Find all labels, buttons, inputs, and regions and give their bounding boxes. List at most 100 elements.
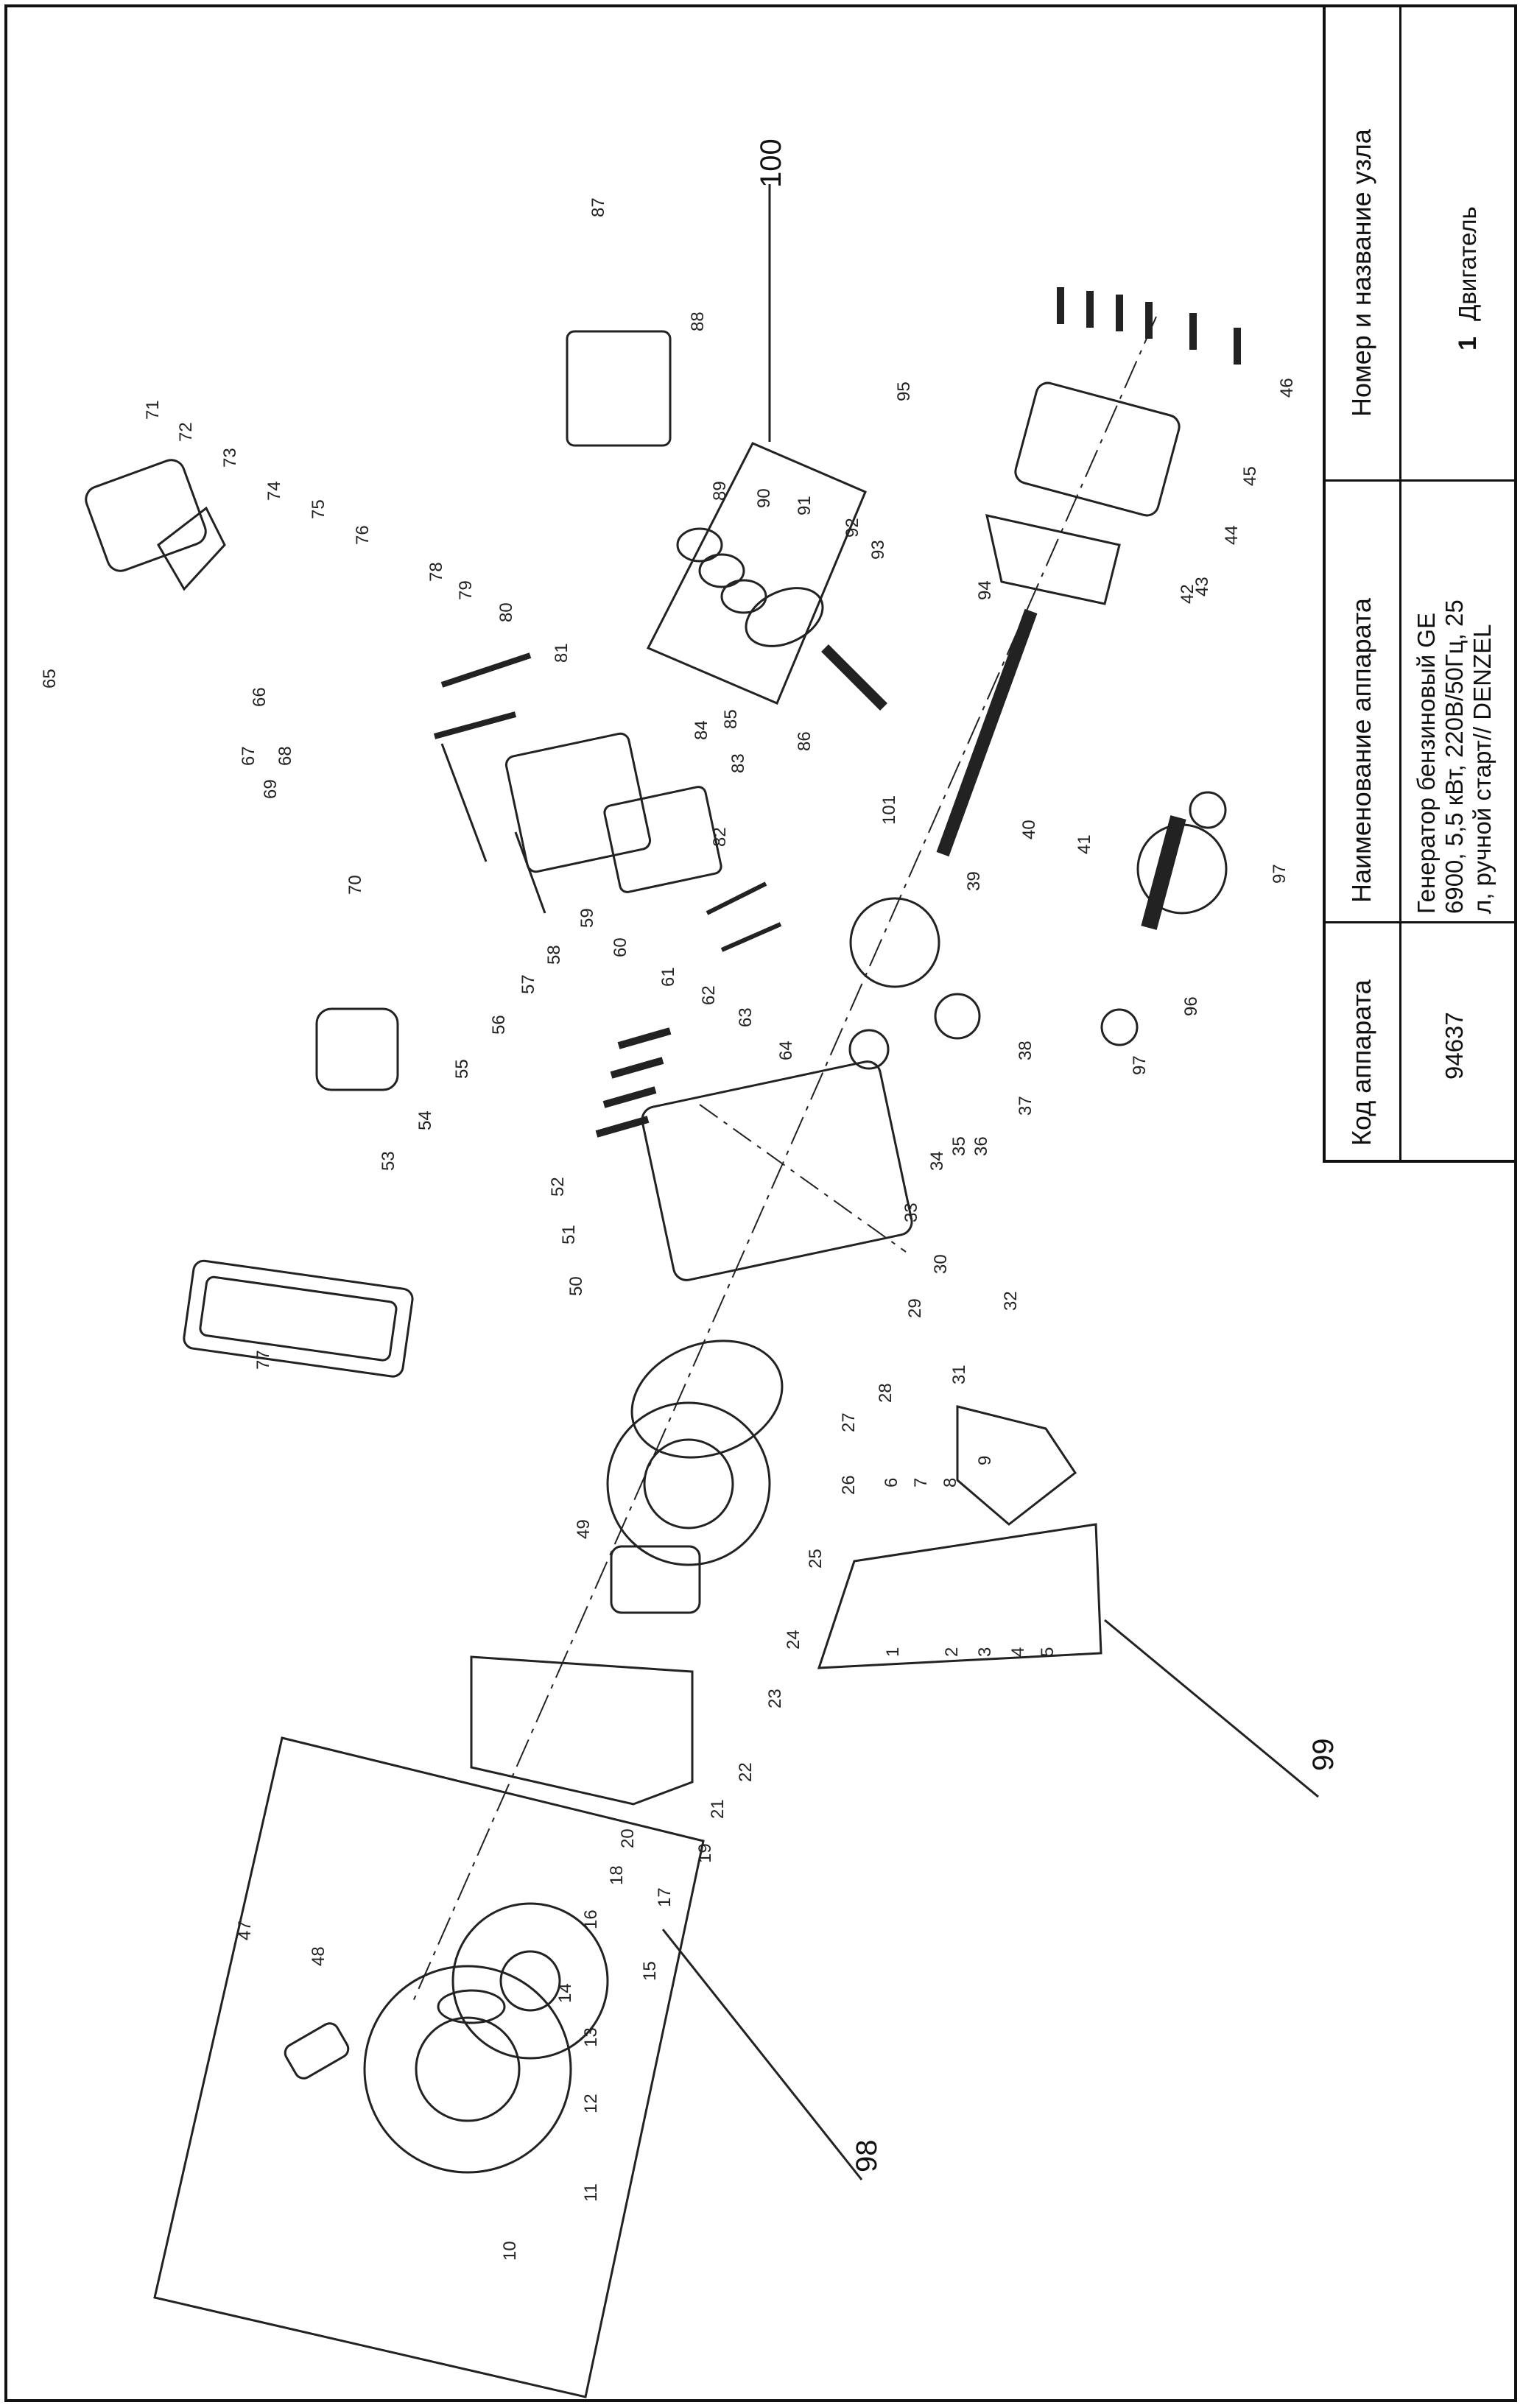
- part-label: 67: [239, 746, 258, 766]
- part-label: 74: [264, 481, 284, 501]
- part-label: 69: [261, 779, 281, 799]
- part-label: 9: [975, 1456, 995, 1465]
- part-label: 91: [795, 496, 815, 515]
- unit-number: 1: [1454, 337, 1482, 351]
- part-label: 22: [736, 1762, 756, 1782]
- part-label: 68: [275, 746, 295, 766]
- part-label: 31: [949, 1365, 969, 1384]
- part-label: 50: [566, 1276, 586, 1296]
- part-label: 30: [931, 1254, 951, 1274]
- part-label: 10: [500, 2241, 520, 2261]
- title-block: Код аппарата Наименование аппарата Номер…: [1323, 4, 1517, 1163]
- part-label: 84: [692, 720, 711, 740]
- part-label: 2: [942, 1647, 962, 1657]
- part-label: 25: [806, 1549, 826, 1569]
- part-label: 77: [253, 1350, 273, 1370]
- part-label: 80: [496, 602, 516, 622]
- part-label: 95: [894, 381, 914, 401]
- part-label: 90: [754, 488, 774, 508]
- part-label: 83: [728, 753, 748, 773]
- part-label: 23: [765, 1689, 785, 1708]
- drawing-sheet-border: [4, 4, 1517, 2402]
- part-label: 24: [784, 1630, 803, 1650]
- part-label: 14: [555, 1983, 575, 2003]
- part-label: 93: [868, 540, 888, 560]
- part-label: 38: [1016, 1041, 1035, 1060]
- part-label: 64: [776, 1041, 796, 1060]
- part-label: 59: [577, 908, 597, 928]
- part-label: 29: [905, 1298, 925, 1318]
- part-label: 53: [379, 1151, 398, 1171]
- part-label: 17: [655, 1887, 675, 1907]
- part-label: 70: [345, 875, 365, 895]
- part-label: 97: [1130, 1055, 1150, 1075]
- part-label: 16: [581, 1909, 601, 1929]
- part-label: 8: [940, 1478, 960, 1488]
- apparatus-name-line-1: Генератор бензиновый GE: [1413, 613, 1440, 914]
- apparatus-name-line-3: л, ручной старт// DENZEL: [1469, 624, 1496, 915]
- part-label: 32: [1001, 1291, 1021, 1311]
- part-label: 42: [1178, 584, 1197, 604]
- part-label: 58: [544, 945, 564, 965]
- apparatus-name-line-2: 6900, 5,5 кВт, 220В/50Гц, 25: [1441, 599, 1468, 914]
- part-label: 5: [1038, 1647, 1058, 1657]
- header-code: Код аппарата: [1346, 979, 1376, 1146]
- part-label: 47: [235, 1921, 255, 1940]
- part-label: 51: [559, 1225, 579, 1245]
- part-label: 88: [688, 311, 708, 331]
- part-label: 96: [1181, 996, 1201, 1016]
- part-label: 28: [876, 1383, 896, 1403]
- part-label: 66: [250, 687, 270, 707]
- part-label: 65: [40, 669, 60, 689]
- part-label: 85: [721, 709, 741, 729]
- part-label: 73: [220, 448, 240, 468]
- part-label: 75: [309, 499, 328, 519]
- part-label: 3: [975, 1647, 995, 1657]
- part-label: 21: [708, 1799, 728, 1819]
- part-label: 39: [964, 871, 984, 891]
- part-label: 1: [883, 1647, 903, 1657]
- part-label: 54: [415, 1110, 435, 1130]
- part-label: 92: [843, 518, 862, 538]
- part-label: 56: [489, 1015, 509, 1035]
- part-label: 46: [1277, 378, 1297, 398]
- part-label: 15: [640, 1961, 660, 1981]
- part-label: 44: [1222, 525, 1242, 545]
- part-label: 18: [607, 1865, 627, 1885]
- assembly-label-99: 99: [1307, 1739, 1340, 1772]
- part-label: 61: [658, 967, 678, 987]
- part-label: 41: [1074, 834, 1094, 854]
- part-label: 35: [949, 1136, 969, 1156]
- unit-name: Двигатель: [1454, 206, 1481, 321]
- part-label: 6: [882, 1478, 901, 1488]
- part-label: 57: [518, 974, 538, 994]
- part-label: 33: [901, 1203, 921, 1222]
- part-label: 20: [618, 1828, 638, 1848]
- part-label: 40: [1019, 820, 1039, 839]
- part-label: 71: [143, 400, 163, 420]
- part-label: 4: [1008, 1647, 1028, 1657]
- part-label: 34: [927, 1151, 947, 1171]
- part-label: 101: [879, 795, 899, 825]
- part-label: 36: [971, 1136, 991, 1156]
- header-unit: Номер и название узла: [1346, 129, 1376, 417]
- part-label: 52: [548, 1177, 568, 1197]
- apparatus-code: 94637: [1441, 1012, 1468, 1080]
- part-label: 87: [588, 197, 608, 217]
- part-label: 49: [574, 1519, 594, 1539]
- part-label: 86: [795, 731, 815, 751]
- part-label: 72: [176, 422, 196, 442]
- part-label: 82: [710, 827, 730, 847]
- part-label: 79: [456, 580, 476, 600]
- assembly-label-98: 98: [851, 2140, 883, 2173]
- part-label: 37: [1016, 1096, 1035, 1116]
- part-label: 76: [353, 525, 373, 545]
- assembly-label-100: 100: [755, 138, 787, 188]
- part-label: 60: [611, 937, 630, 957]
- part-label: 89: [710, 481, 730, 501]
- part-label: 43: [1192, 577, 1212, 596]
- part-label: 48: [309, 1946, 328, 1966]
- part-label: 13: [581, 2027, 601, 2047]
- part-label: 12: [581, 2094, 601, 2113]
